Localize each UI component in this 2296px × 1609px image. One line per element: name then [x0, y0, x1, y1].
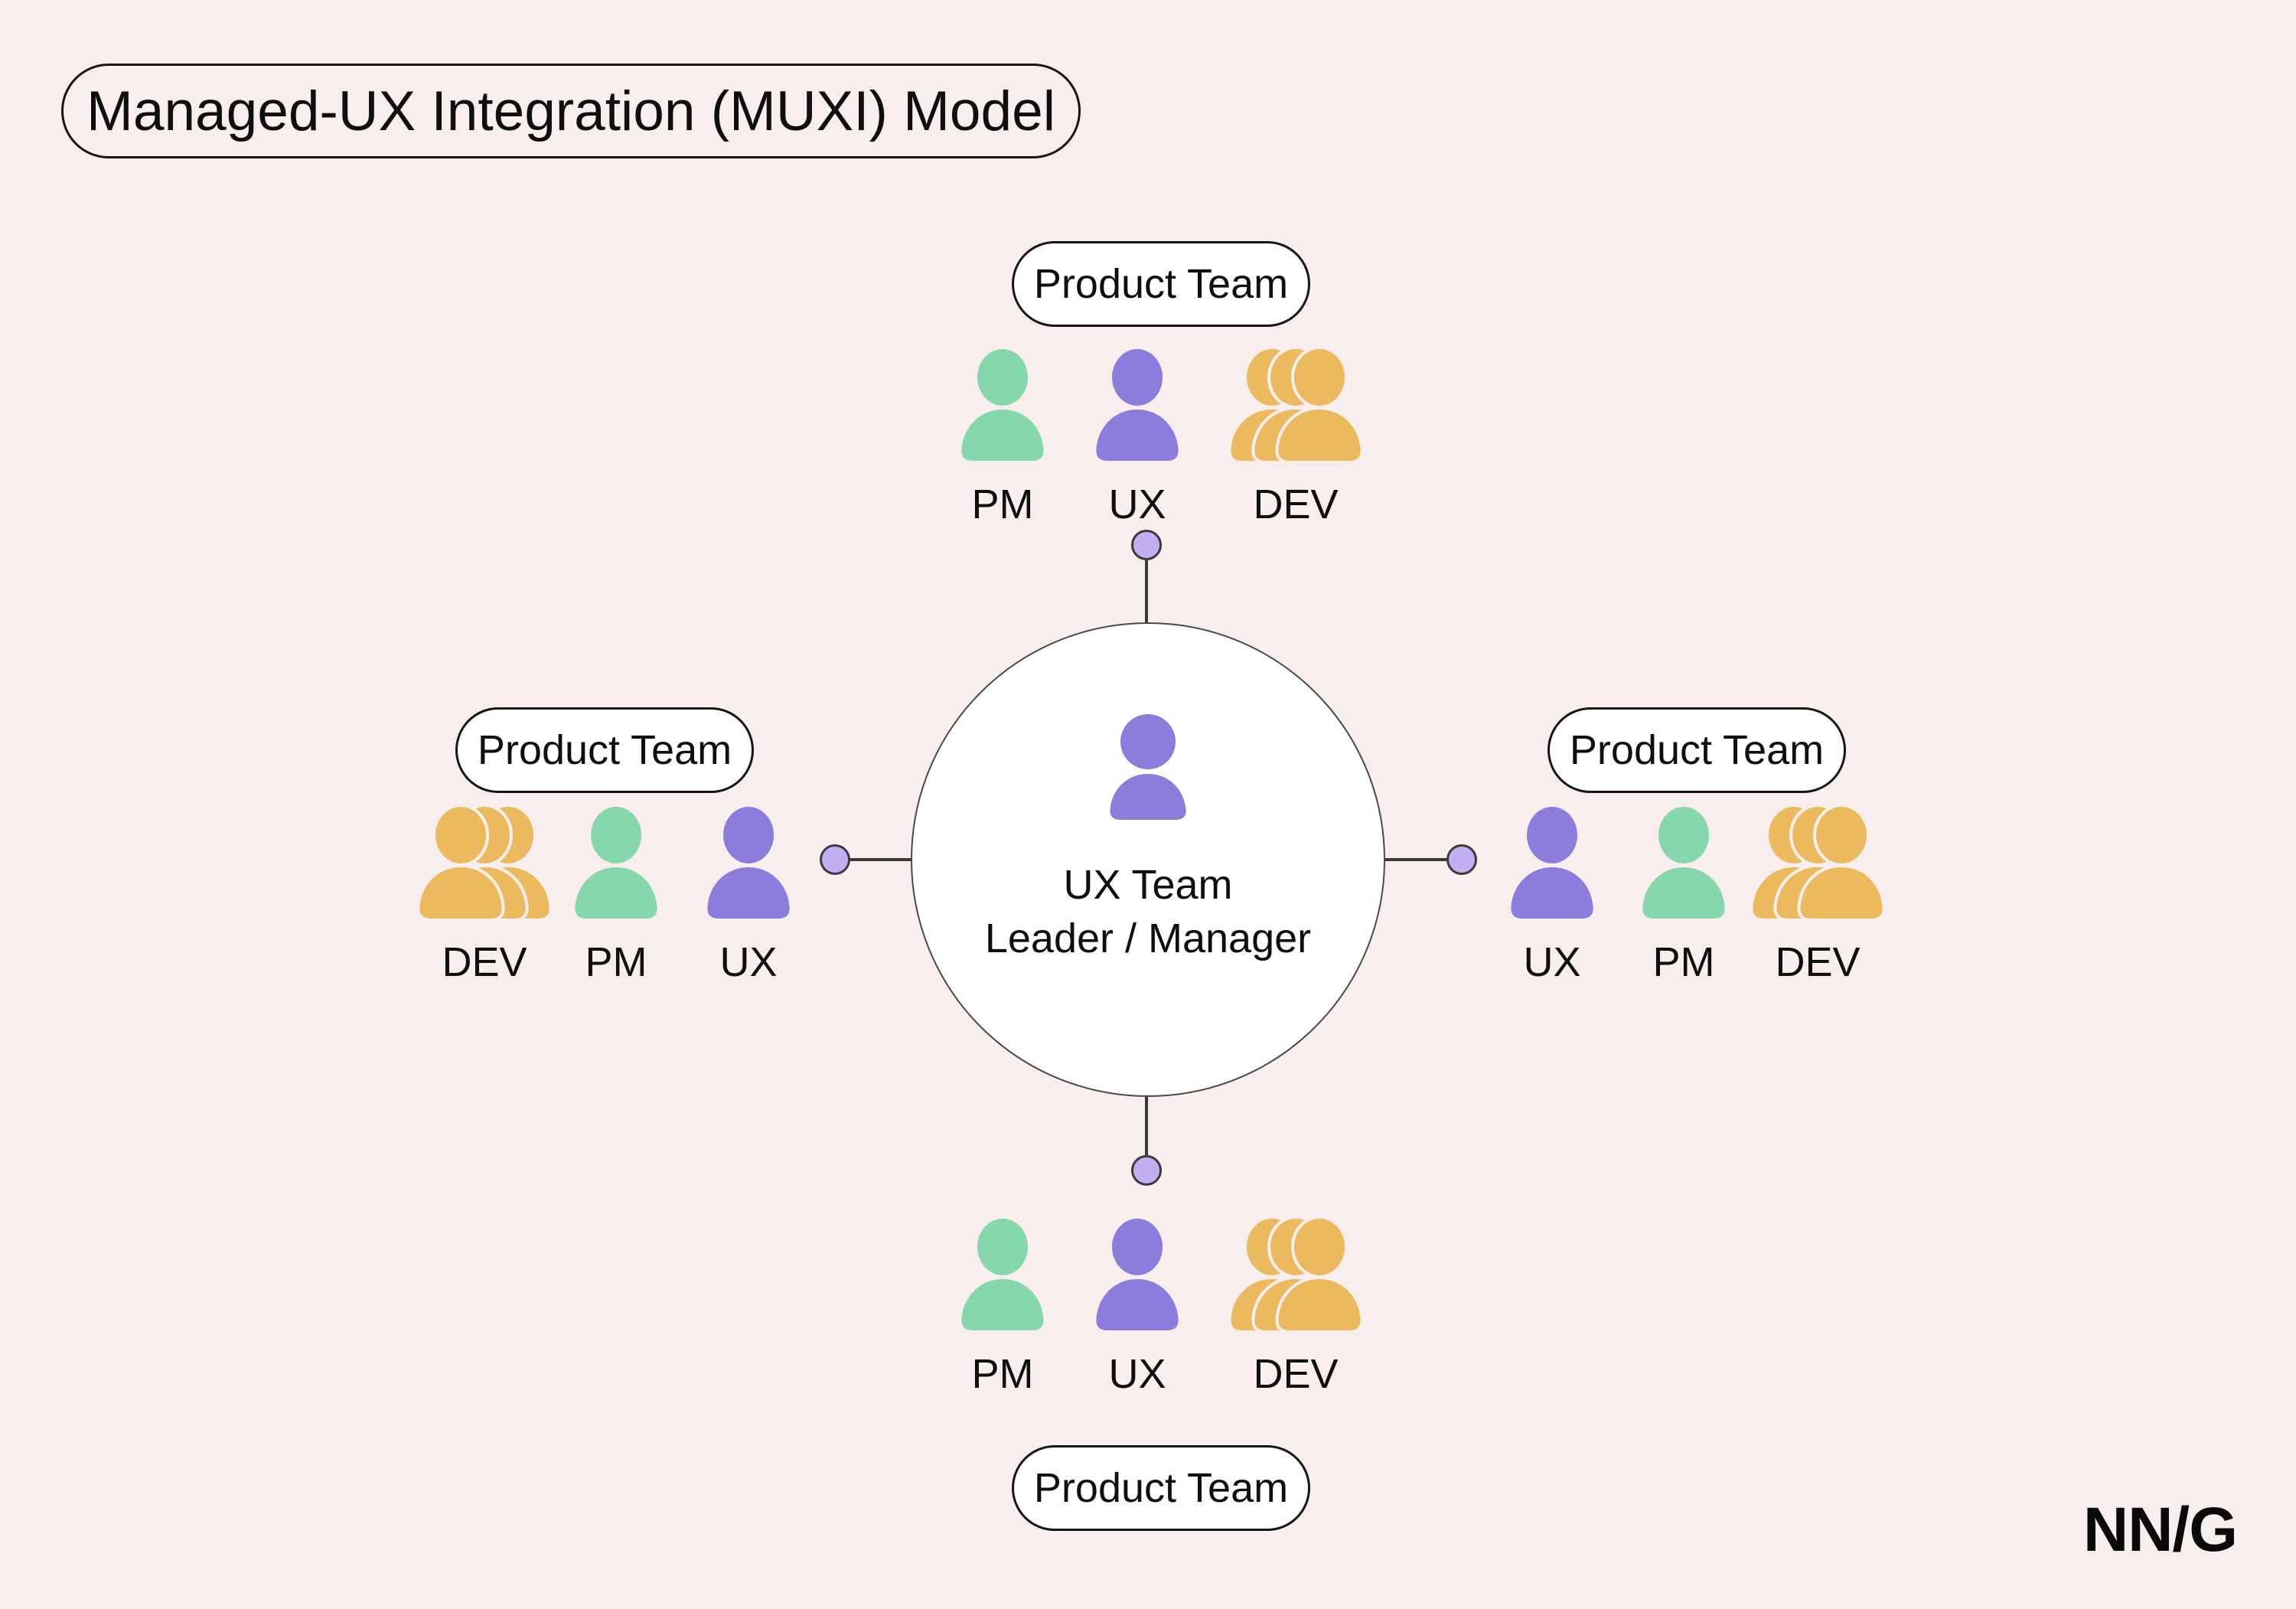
team-member-pm: PM	[955, 349, 1050, 528]
people-group-icon	[1746, 807, 1889, 919]
member-role-label: DEV	[1253, 1351, 1339, 1397]
member-role-label: PM	[971, 481, 1034, 527]
member-role-label: DEV	[1253, 481, 1339, 527]
connector-line-right	[1384, 858, 1447, 861]
person-icon	[569, 807, 664, 919]
person-icon	[1636, 807, 1731, 919]
team-members-row: DEV PM UX	[413, 807, 796, 986]
team-members-row: PM UX DEV	[955, 1219, 1367, 1398]
member-role-label: UX	[1108, 1351, 1166, 1397]
team-member-dev: DEV	[413, 807, 556, 986]
person-icon	[955, 1219, 1050, 1330]
team-member-ux: UX	[701, 807, 796, 986]
diagram-title: Managed-UX Integration (MUXI) Model	[86, 80, 1055, 142]
person-icon	[1090, 1219, 1185, 1330]
connector-line-left	[848, 858, 912, 861]
person-icon	[1505, 807, 1600, 919]
connector-line-top	[1145, 559, 1148, 624]
connector-dot-left	[820, 844, 850, 875]
person-icon	[701, 807, 796, 919]
team-member-pm: PM	[1636, 807, 1731, 986]
diagram-title-pill: Managed-UX Integration (MUXI) Model	[61, 64, 1081, 158]
person-icon	[1101, 714, 1195, 820]
product-team-label: Product Team	[1569, 727, 1825, 773]
member-role-label: UX	[1108, 481, 1166, 527]
team-member-dev: DEV	[1225, 1219, 1367, 1398]
team-members-row: PM UX DEV	[955, 349, 1367, 528]
member-role-label: PM	[585, 939, 647, 985]
team-member-pm: PM	[569, 807, 664, 986]
product-team-right: Product Team UX PM DEV	[1505, 707, 1889, 986]
member-role-label: PM	[1652, 939, 1715, 985]
person-icon	[955, 349, 1050, 461]
member-role-label: PM	[971, 1351, 1034, 1397]
people-group-icon	[1225, 349, 1367, 461]
member-role-label: UX	[1523, 939, 1581, 985]
person-icon	[1090, 349, 1185, 461]
product-team-pill: Product Team	[1012, 1445, 1310, 1531]
team-member-ux: UX	[1090, 349, 1185, 528]
people-group-icon	[413, 807, 556, 919]
member-role-label: UX	[719, 939, 778, 985]
team-member-dev: DEV	[1746, 807, 1889, 986]
center-role-line2: Leader / Manager	[984, 915, 1312, 961]
team-member-pm: PM	[955, 1219, 1050, 1398]
product-team-label: Product Team	[1033, 261, 1289, 307]
center-role-line1: UX Team	[1063, 862, 1233, 908]
product-team-label: Product Team	[477, 727, 732, 773]
member-role-label: DEV	[442, 939, 527, 985]
product-team-pill: Product Team	[455, 707, 754, 793]
product-team-pill: Product Team	[1012, 241, 1310, 327]
center-role-label: UX Team Leader / Manager	[985, 858, 1311, 965]
product-team-top: Product Team PM UX DEV	[955, 241, 1367, 528]
nng-logo: NN/G	[2083, 1495, 2238, 1565]
product-team-left: Product Team DEV PM UX	[413, 707, 796, 986]
member-role-label: DEV	[1775, 939, 1861, 985]
team-member-dev: DEV	[1225, 349, 1367, 528]
team-members-row: UX PM DEV	[1505, 807, 1889, 986]
ux-team-leader-node: UX Team Leader / Manager	[911, 622, 1385, 1097]
team-member-ux: UX	[1505, 807, 1600, 986]
product-team-bottom: PM UX DEV Product Team	[955, 1219, 1367, 1531]
connector-line-bottom	[1145, 1095, 1148, 1156]
connector-dot-right	[1446, 844, 1477, 875]
team-member-ux: UX	[1090, 1219, 1185, 1398]
product-team-pill: Product Team	[1548, 707, 1846, 793]
product-team-label: Product Team	[1033, 1465, 1289, 1511]
people-group-icon	[1225, 1219, 1367, 1330]
connector-dot-bottom	[1131, 1155, 1162, 1186]
connector-dot-top	[1131, 530, 1162, 560]
